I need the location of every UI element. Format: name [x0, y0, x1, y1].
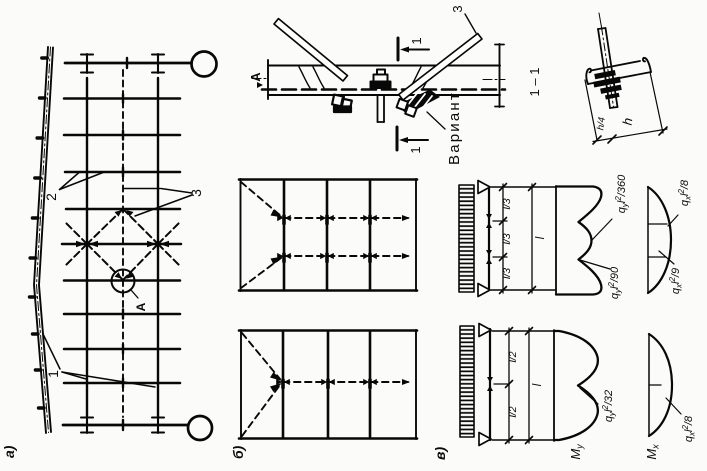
svg-text:1 – 1: 1 – 1 [527, 68, 542, 97]
svg-text:l/3: l/3 [501, 268, 513, 279]
svg-text:qyl2/360: qyl2/360 [614, 174, 630, 213]
svg-text:l: l [530, 383, 544, 386]
svg-text:l/2: l/2 [507, 351, 519, 362]
svg-text:l/2: l/2 [507, 406, 519, 417]
svg-text:h/4: h/4 [595, 116, 608, 130]
svg-text:A: A [134, 302, 148, 311]
svg-text:A: A [248, 72, 263, 82]
svg-text:3: 3 [188, 189, 204, 197]
svg-text:qyl2/32: qyl2/32 [601, 390, 617, 422]
svg-text:в): в) [432, 447, 448, 460]
svg-text:Вариант: Вариант [446, 91, 463, 165]
svg-text:l: l [533, 236, 547, 239]
svg-text:qyl2/90: qyl2/90 [607, 266, 623, 299]
svg-text:Му: Му [568, 444, 585, 460]
svg-text:1: 1 [45, 370, 61, 378]
svg-text:l/3: l/3 [501, 198, 513, 209]
svg-text:1: 1 [409, 37, 424, 44]
svg-text:3: 3 [450, 5, 465, 12]
svg-text:а): а) [1, 445, 17, 458]
svg-text:h: h [620, 117, 636, 126]
svg-text:1: 1 [408, 146, 423, 153]
svg-text:Мх: Мх [644, 444, 661, 460]
svg-text:2: 2 [43, 193, 59, 201]
svg-text:qxl2/8: qxl2/8 [681, 415, 697, 442]
svg-text:qxl2/9: qxl2/9 [668, 268, 684, 294]
svg-text:l/3: l/3 [501, 233, 513, 244]
svg-text:б): б) [230, 445, 246, 459]
svg-text:qxl2/8: qxl2/8 [677, 179, 693, 206]
